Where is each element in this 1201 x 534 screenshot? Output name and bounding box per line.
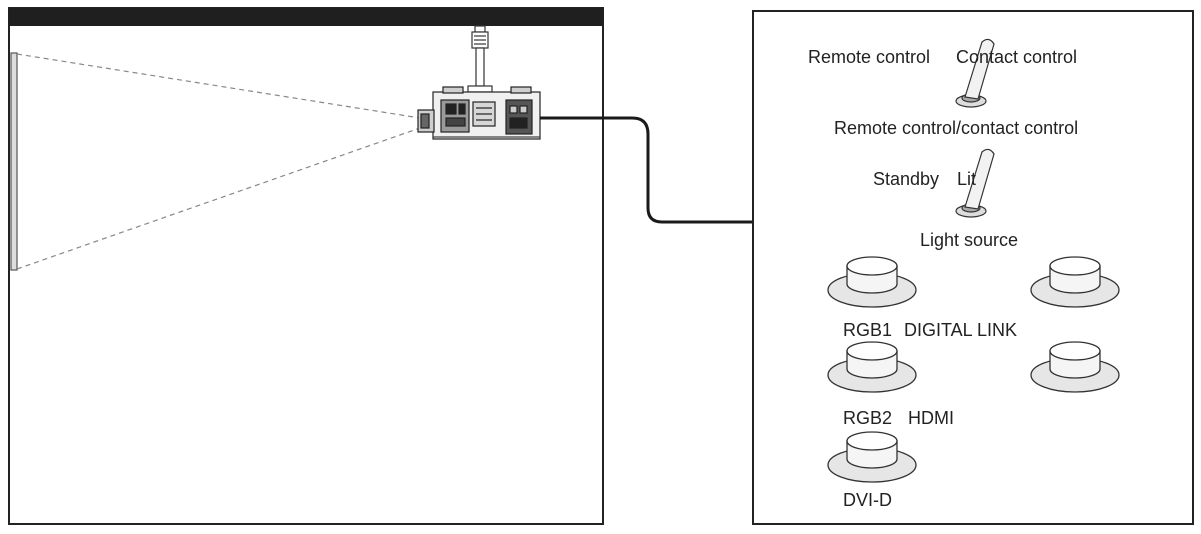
rgb2-push-button bbox=[827, 341, 917, 393]
hdmi-push-button bbox=[1030, 341, 1120, 393]
standby-lit-toggle-switch bbox=[955, 148, 995, 218]
rgb1-push-button bbox=[827, 256, 917, 308]
remote-contact-toggle-switch bbox=[955, 38, 995, 108]
label-dvi-d: DVI-D bbox=[843, 490, 892, 510]
label-lit: Lit bbox=[957, 169, 977, 189]
control-cable bbox=[540, 116, 753, 224]
projector bbox=[417, 86, 541, 140]
projection-beam bbox=[16, 53, 421, 270]
label-rgb1: RGB1 bbox=[843, 320, 893, 340]
label-rgb2: RGB2 bbox=[843, 408, 893, 428]
label-hdmi: HDMI bbox=[908, 408, 954, 428]
digital-link-push-button bbox=[1030, 256, 1120, 308]
label-remote-contact-control: Remote control/contact control bbox=[834, 118, 1079, 138]
label-contact-control: Contact control bbox=[956, 47, 1078, 67]
label-standby: Standby bbox=[873, 169, 940, 189]
label-light-source: Light source bbox=[920, 230, 1019, 250]
projection-screen bbox=[10, 52, 18, 271]
label-remote-control: Remote control bbox=[808, 47, 931, 67]
room-panel bbox=[8, 7, 604, 525]
dvi-d-push-button bbox=[827, 431, 917, 483]
label-digital-link: DIGITAL LINK bbox=[904, 320, 1018, 340]
ceiling-bar bbox=[9, 8, 603, 26]
